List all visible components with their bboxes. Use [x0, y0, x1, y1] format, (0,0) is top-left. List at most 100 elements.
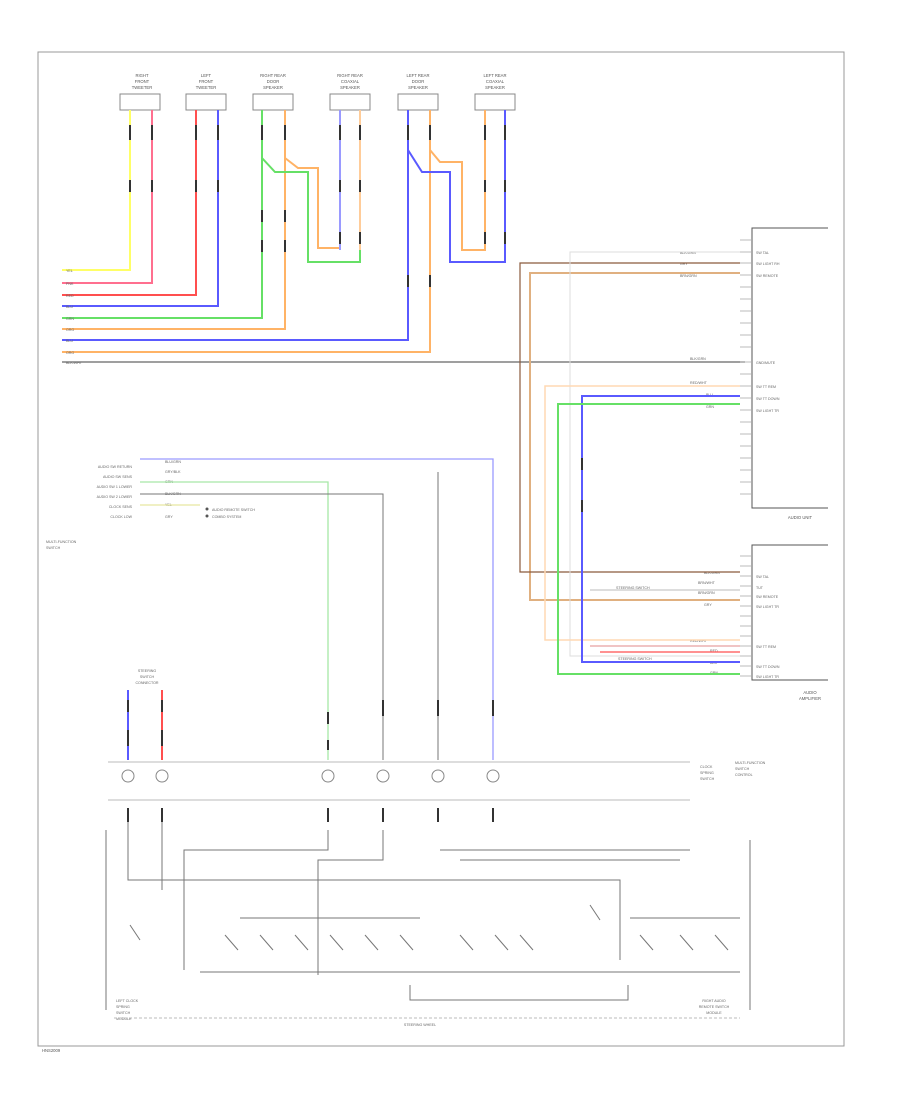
- switch-contact: [639, 934, 654, 951]
- switch-contact: [459, 934, 474, 951]
- diagram-code: HNS2009: [42, 1048, 61, 1053]
- speaker-right-rear-door: RIGHT REAR DOOR SPEAKER: [252, 73, 294, 111]
- mfs-note: COMBO SYSTEM: [212, 515, 241, 519]
- audio-amp-label: AUDIO: [803, 690, 817, 695]
- speaker-label-line: RIGHT REAR: [337, 73, 363, 78]
- left-switch-label: SPRING: [116, 1005, 130, 1009]
- wire-peach: [544, 385, 740, 641]
- audio-unit-pin-label: SW TT DOWN: [756, 397, 780, 401]
- audio-unit-pin-label: SW TAL: [756, 251, 769, 255]
- wire-orange-loop-2: [429, 110, 486, 251]
- mfs-wiring: [140, 458, 494, 760]
- harness-wire-label: YEL: [66, 269, 73, 273]
- speaker-label-line: SPEAKER: [408, 85, 428, 90]
- audio-amp-wire-label: GRY: [704, 603, 712, 607]
- switch-contact: [294, 934, 309, 951]
- speaker-right-front-tweeter: RIGHT FRONT TWEETER: [119, 73, 161, 111]
- wire-blu-grn: [140, 458, 494, 760]
- speaker-label-line: TWEETER: [196, 85, 216, 90]
- speaker-body: [119, 93, 161, 111]
- speaker-label-line: DOOR: [412, 79, 425, 84]
- harness-wire-label: ORG: [66, 351, 74, 355]
- audio-amp-pin-label: SW LIGHT TR: [756, 675, 779, 679]
- branch-wire: [183, 830, 329, 970]
- bus-wire: [409, 985, 629, 1001]
- clock-spring-label: CLOCK: [700, 765, 713, 769]
- wire-brown: [519, 262, 740, 573]
- mfs-note: AUDIO REMOTE SWITCH: [212, 508, 255, 512]
- left-switch-label: SWITCH: [116, 1011, 131, 1015]
- audio-amp-wire-label: BLK/GRN: [704, 571, 720, 575]
- mfs-wire-label: BLU/GRN: [165, 460, 181, 464]
- connector-marks: [129, 125, 506, 287]
- mfs-signal: AUDIO SW SENS: [103, 475, 133, 479]
- speaker-label-line: COAXIAL: [486, 79, 505, 84]
- clock-spring-terminal: [431, 769, 445, 783]
- mfs-right-label: CONTROL: [735, 773, 753, 777]
- audio-amp-note: STEERING SWITCH: [618, 657, 652, 661]
- audio-unit-outline: [751, 227, 828, 509]
- steering-connector-label: SWITCH: [140, 675, 155, 679]
- switch-contact: [224, 934, 239, 951]
- clock-spring-terminal: [486, 769, 500, 783]
- wire-green-amp: [557, 403, 740, 675]
- switch-contact: [259, 934, 274, 951]
- harness-wire-label: BLU: [66, 339, 73, 343]
- harness-wire-label: RED: [66, 294, 74, 298]
- left-switch-label: MODULE: [116, 1017, 132, 1021]
- audio-amp-pins: [740, 555, 752, 677]
- steering-switch-connector: STEERING SWITCH CONNECTOR: [127, 669, 163, 760]
- wire-light: [569, 251, 740, 657]
- audio-unit-pin-label: SW LIGHT RH: [756, 262, 780, 266]
- right-switch-label: RIGHT AUDIO: [702, 999, 726, 1003]
- wire-blue-2: [62, 110, 409, 341]
- steering-wheel-switches: [105, 822, 751, 1010]
- switch-contact: [129, 924, 141, 941]
- right-switch-label: REMOTE SWITCH: [699, 1005, 730, 1009]
- harness-wire-label: ORG: [66, 328, 74, 332]
- wire-yellow: [62, 110, 131, 271]
- audio-unit-pin-label: SW REMOTE: [756, 274, 779, 278]
- audio-amp-wire-label: RED: [710, 649, 718, 653]
- clock-spring-label: SPRING: [700, 771, 714, 775]
- wire-blue-amp: [581, 395, 740, 663]
- steering-wheel-labels: LEFT CLOCK SPRING SWITCH MODULE RIGHT AU…: [114, 999, 740, 1027]
- clock-spring-terminal: [155, 769, 169, 783]
- speaker-left-rear-coaxial: LEFT REAR COAXIAL SPEAKER: [474, 73, 516, 111]
- speaker-label-line: RIGHT: [135, 73, 148, 78]
- audio-amp-wire-label: RED/WHT: [690, 639, 708, 643]
- steering-wheel-label: STEERING WHEEL: [404, 1023, 436, 1027]
- audio-unit-wire-label: GRY: [680, 262, 688, 266]
- audio-unit-pin-label: SW TT REM: [756, 385, 776, 389]
- audio-amp-wire-label: BRN/GRN: [698, 591, 715, 595]
- switch-contact: [589, 904, 601, 921]
- wire-pink: [62, 110, 153, 284]
- speaker-body: [397, 93, 439, 111]
- speaker-label-line: DOOR: [267, 79, 280, 84]
- branch-wire: [317, 830, 384, 975]
- right-bus-wiring: [519, 251, 740, 675]
- speaker-label-line: LEFT: [201, 73, 212, 78]
- bus-wire: [127, 822, 621, 960]
- harness-wire-label: PNK: [66, 282, 74, 286]
- diagram-frame: [37, 51, 845, 1047]
- harness-wire-label: GRN: [66, 317, 74, 321]
- switch-contact: [679, 934, 694, 951]
- drop-wire-connectors: [127, 700, 494, 750]
- audio-amp-note: STEERING SWITCH: [616, 586, 650, 590]
- speaker-left-rear-door: LEFT REAR DOOR SPEAKER: [397, 73, 439, 111]
- clock-spring-terminal: [376, 769, 390, 783]
- mfs-signal: CLOCK SENS: [109, 505, 133, 509]
- wire-tan: [529, 272, 740, 601]
- wire-blue: [62, 110, 219, 307]
- clock-spring-terminal: [321, 769, 335, 783]
- audio-amp-pin-label: SW LIGHT TR: [756, 605, 779, 609]
- speaker-body: [185, 93, 227, 111]
- audio-amp-pin-label: SW REMOTE: [756, 595, 779, 599]
- wire-orange-loop: [284, 110, 341, 249]
- mfs-label: MULTI-FUNCTION: [46, 540, 77, 544]
- audio-amp-wire-label: BRN/WHT: [698, 581, 716, 585]
- speaker-label-line: SPEAKER: [263, 85, 283, 90]
- audio-unit-pin-label: SW LIGHT TR: [756, 409, 779, 413]
- audio-amp-pin-label: SW TAL: [756, 575, 769, 579]
